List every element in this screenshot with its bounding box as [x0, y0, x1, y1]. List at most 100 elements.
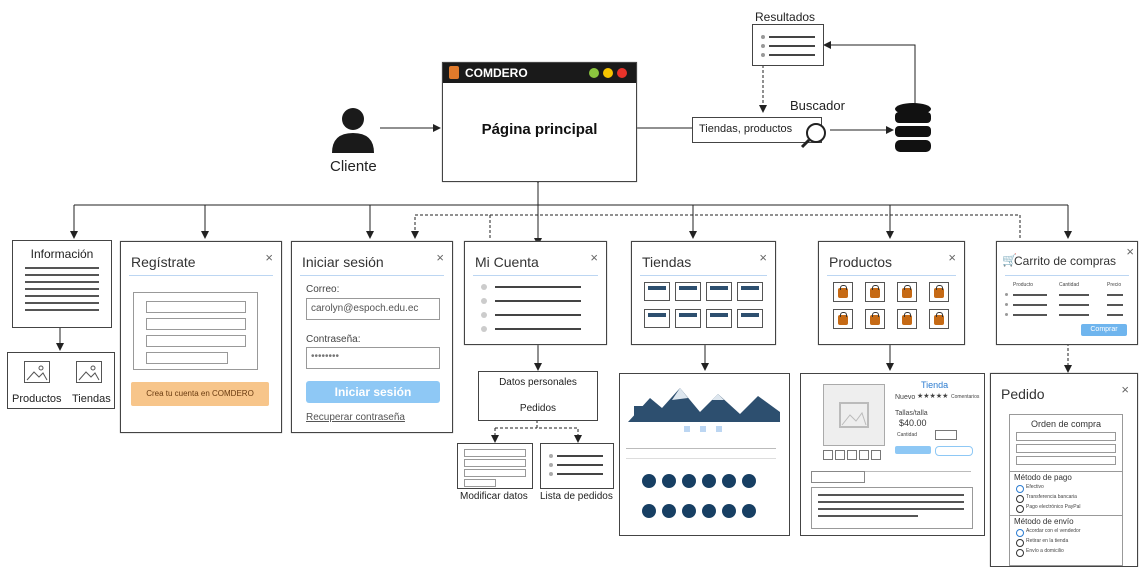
- register-field[interactable]: [146, 301, 246, 313]
- login-window: Iniciar sesión × Correo: carolyn@espoch.…: [291, 241, 453, 433]
- detail-store-link[interactable]: Tienda: [921, 380, 949, 390]
- rating-stars-icon: ★★★★★: [917, 393, 949, 400]
- brand-name: COMDERO: [465, 66, 528, 80]
- payment-method-label: Método de pago: [1014, 473, 1072, 482]
- product-detail-mockup: Tienda Nuevo ★★★★★ Comentarios Tallas/ta…: [800, 373, 985, 536]
- account-title: Mi Cuenta: [475, 254, 539, 270]
- product-bag-icon[interactable]: [865, 282, 885, 302]
- order-field[interactable]: [1016, 432, 1116, 441]
- image-icon: [24, 361, 50, 383]
- store-tile[interactable]: [644, 309, 670, 328]
- radio-paypal[interactable]: [1016, 505, 1024, 513]
- register-button[interactable]: Crea tu cuenta en COMDERO: [131, 382, 269, 406]
- orders-label: Pedidos: [519, 403, 557, 414]
- pay-option-2: Transferencia bancaria: [1026, 494, 1077, 500]
- order-list-box: [540, 443, 614, 489]
- product-bag-icon[interactable]: [929, 282, 949, 302]
- ship-option-2: Retirar en la tienda: [1026, 538, 1069, 544]
- radio-store-pickup[interactable]: [1016, 539, 1024, 547]
- store-tile[interactable]: [706, 309, 732, 328]
- product-bag-icon[interactable]: [865, 309, 885, 329]
- account-sub-box: Datos personales Pedidos: [478, 371, 598, 421]
- detail-qty: Cantidad: [897, 432, 918, 438]
- search-input[interactable]: Tiendas, productos: [692, 117, 822, 143]
- main-page-window: COMDERO Página principal: [442, 62, 637, 182]
- store-tile[interactable]: [675, 309, 701, 328]
- cart-col-qty: Cantidad: [1059, 282, 1080, 288]
- pay-option-1: Efectivo: [1026, 484, 1044, 490]
- product-bag-icon[interactable]: [833, 282, 853, 302]
- ship-option-3: Envío a domicilio: [1026, 548, 1064, 554]
- info-stores-label: Tiendas: [72, 393, 111, 405]
- account-window: Mi Cuenta ×: [464, 241, 607, 345]
- radio-cash[interactable]: [1016, 485, 1024, 493]
- order-field[interactable]: [1016, 456, 1116, 465]
- password-field[interactable]: ••••••••: [306, 347, 440, 369]
- detail-name: Nuevo: [895, 394, 916, 401]
- close-icon[interactable]: ×: [1126, 244, 1134, 259]
- store-tile[interactable]: [706, 282, 732, 301]
- qty-stepper[interactable]: [935, 430, 957, 440]
- store-tile[interactable]: [675, 282, 701, 301]
- stores-window: Tiendas ×: [631, 241, 776, 345]
- results-box: [752, 24, 824, 66]
- window-dot-red: [617, 68, 627, 78]
- info-doc: Información: [12, 240, 112, 328]
- product-image-icon: [823, 384, 885, 446]
- recover-password-link[interactable]: Recuperar contraseña: [306, 412, 405, 423]
- register-window: Regístrate × Crea tu cuenta en COMDERO: [120, 241, 282, 433]
- email-label: Correo:: [306, 284, 340, 295]
- login-title: Iniciar sesión: [302, 254, 384, 270]
- product-bag-icon[interactable]: [897, 309, 917, 329]
- cart-buy-button[interactable]: Comprar: [1081, 324, 1127, 336]
- radio-transfer[interactable]: [1016, 495, 1024, 503]
- email-field[interactable]: carolyn@espoch.edu.ec: [306, 298, 440, 320]
- buy-button[interactable]: [935, 446, 973, 456]
- close-icon[interactable]: ×: [759, 250, 767, 265]
- register-field[interactable]: [146, 335, 246, 347]
- close-icon[interactable]: ×: [436, 250, 444, 265]
- register-field[interactable]: [146, 352, 228, 364]
- cart-icon: 🛒: [1002, 253, 1017, 267]
- window-dot-yellow: [603, 68, 613, 78]
- cart-window: 🛒 Carrito de compras × Producto Cantidad…: [996, 241, 1138, 345]
- product-bag-icon[interactable]: [897, 282, 917, 302]
- modify-data-form: [457, 443, 533, 489]
- product-bag-icon[interactable]: [929, 309, 949, 329]
- radio-agree-seller[interactable]: [1016, 529, 1024, 537]
- detail-price: $40.00: [899, 418, 927, 428]
- main-page-title: Página principal: [481, 121, 598, 138]
- magnifier-icon[interactable]: [800, 120, 830, 150]
- register-field[interactable]: [146, 318, 246, 330]
- register-title: Regístrate: [131, 254, 196, 270]
- close-icon[interactable]: ×: [948, 250, 956, 265]
- add-button[interactable]: [895, 446, 931, 454]
- products-title: Productos: [829, 254, 893, 270]
- close-icon[interactable]: ×: [590, 250, 598, 265]
- database-icon: [893, 102, 933, 154]
- close-icon[interactable]: ×: [1121, 382, 1129, 397]
- personal-data-label: Datos personales: [499, 377, 577, 388]
- order-list-label: Lista de pedidos: [540, 491, 613, 502]
- purchase-order-label: Orden de compra: [1030, 419, 1102, 429]
- password-label: Contraseña:: [306, 334, 361, 345]
- close-icon[interactable]: ×: [265, 250, 273, 265]
- store-tile[interactable]: [737, 309, 763, 328]
- results-label: Resultados: [755, 10, 816, 24]
- product-bag-icon[interactable]: [833, 309, 853, 329]
- register-form: [133, 292, 258, 370]
- radio-home-delivery[interactable]: [1016, 549, 1024, 557]
- login-button[interactable]: Iniciar sesión: [306, 381, 440, 403]
- store-tile[interactable]: [644, 282, 670, 301]
- brand-logo-icon: [449, 66, 459, 79]
- detail-price-label: Tallas/talla: [895, 410, 928, 417]
- store-tile[interactable]: [737, 282, 763, 301]
- products-window: Productos ×: [818, 241, 965, 345]
- modify-data-label: Modificar datos: [460, 491, 528, 502]
- image-icon: [76, 361, 102, 383]
- info-products-label: Productos: [12, 393, 62, 405]
- window-dot-green: [589, 68, 599, 78]
- order-field[interactable]: [1016, 444, 1116, 453]
- search-label: Buscador: [790, 98, 845, 113]
